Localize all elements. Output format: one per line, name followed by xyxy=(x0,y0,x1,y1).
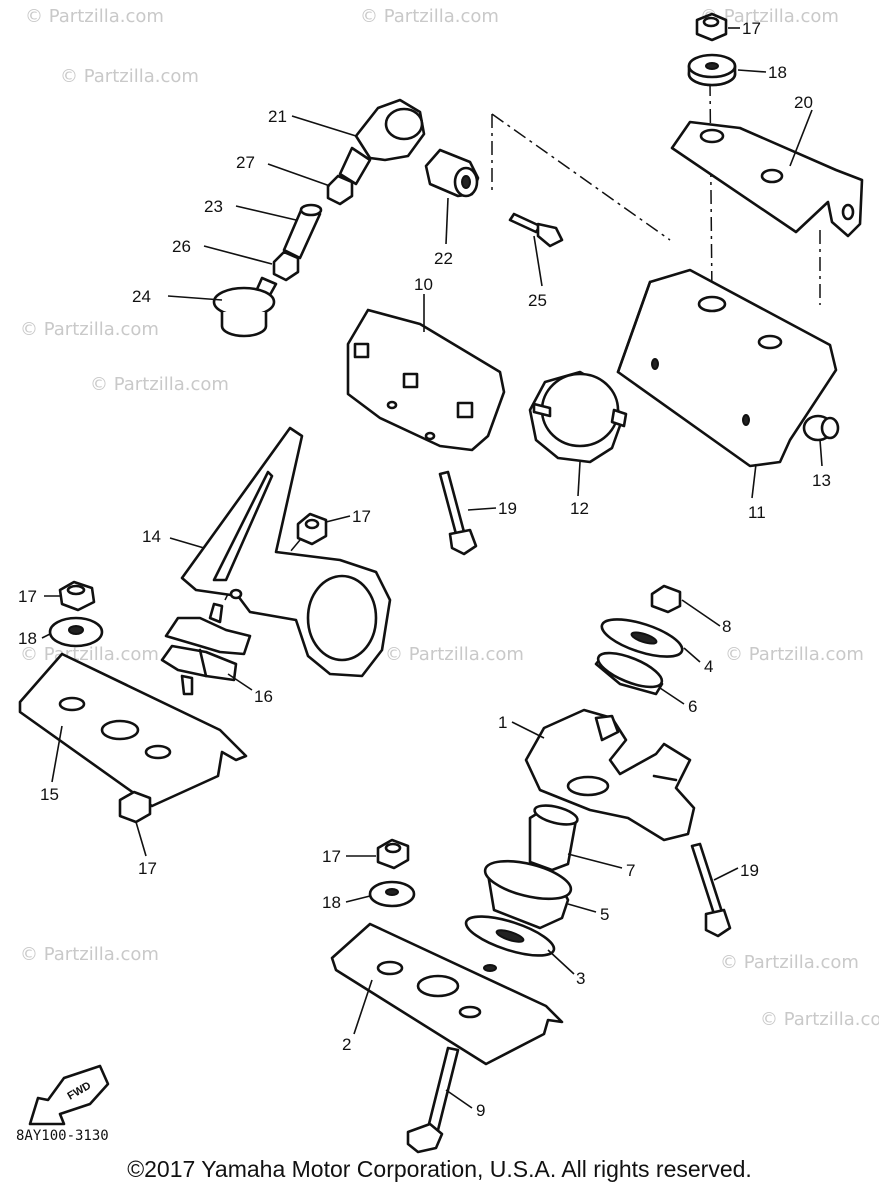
callout-10: 10 xyxy=(414,275,433,294)
callout-16: 16 xyxy=(254,687,273,706)
callout-26: 26 xyxy=(172,237,191,256)
part-21-rod-end xyxy=(338,98,426,186)
watermark-layer: © Partzilla.com © Partzilla.com © Partzi… xyxy=(20,6,879,1030)
part-19-bolt xyxy=(438,470,478,556)
callout-17: 17 xyxy=(138,859,157,878)
callout-8: 8 xyxy=(722,617,731,636)
part-5-bushing xyxy=(483,859,573,930)
callout-19: 19 xyxy=(498,499,517,518)
callout-3: 3 xyxy=(576,969,585,988)
part-18-washer xyxy=(687,53,737,87)
callout-19: 19 xyxy=(740,861,759,880)
diagram-part-code: 8AY100-3130 xyxy=(16,1128,109,1144)
callout-9: 9 xyxy=(476,1101,485,1120)
part-17-nut xyxy=(695,12,728,42)
watermark: © Partzilla.com xyxy=(700,6,839,27)
watermark: © Partzilla.com xyxy=(20,319,159,340)
callout-18: 18 xyxy=(18,629,37,648)
part-15-plate xyxy=(18,652,248,808)
callout-1: 1 xyxy=(498,713,507,732)
watermark: © Partzilla.com xyxy=(25,6,164,27)
callout-7: 7 xyxy=(626,861,635,880)
part-19-bolt xyxy=(690,842,732,938)
callout-20: 20 xyxy=(794,93,813,112)
part-25-bolt xyxy=(508,212,564,248)
part-24-bolt xyxy=(212,276,278,338)
part-3-washer xyxy=(464,915,556,957)
part-12-mount xyxy=(528,370,628,464)
watermark: © Partzilla.com xyxy=(20,644,159,665)
callout-17: 17 xyxy=(742,19,761,38)
part-11-cover xyxy=(616,268,838,468)
part-10-bracket xyxy=(346,308,506,452)
callouts: 17 18 20 21 27 23 26 24 22 25 10 12 11 1… xyxy=(18,19,831,1120)
part-22-bushing xyxy=(424,148,480,198)
part-26-nut xyxy=(272,250,300,282)
part-20-bracket xyxy=(670,120,864,238)
callout-18: 18 xyxy=(768,63,787,82)
callout-23: 23 xyxy=(204,197,223,216)
watermark: © Partzilla.com xyxy=(760,1009,879,1030)
callout-24: 24 xyxy=(132,287,151,306)
watermark: © Partzilla.com xyxy=(90,374,229,395)
part-9-bolt xyxy=(406,1046,460,1154)
part-18-washer xyxy=(48,616,104,648)
watermark: © Partzilla.com xyxy=(720,952,859,973)
part-23-sleeve xyxy=(282,203,323,260)
part-18-washer xyxy=(368,880,416,908)
fwd-arrow-icon: FWD xyxy=(28,1064,110,1126)
part-27-nut xyxy=(326,174,354,206)
callout-17: 17 xyxy=(322,847,341,866)
callout-2: 2 xyxy=(342,1035,351,1054)
callout-17: 17 xyxy=(18,587,37,606)
part-16-damper xyxy=(160,602,252,696)
part-6-damper xyxy=(594,651,664,696)
part-17-nut xyxy=(376,838,410,870)
callout-6: 6 xyxy=(688,697,697,716)
watermark: © Partzilla.com xyxy=(360,6,499,27)
callout-21: 21 xyxy=(268,107,287,126)
callout-22: 22 xyxy=(434,249,453,268)
callout-11: 11 xyxy=(748,503,766,522)
part-13-grommet xyxy=(802,414,840,442)
callout-15: 15 xyxy=(40,785,59,804)
callout-5: 5 xyxy=(600,905,609,924)
part-17-nut xyxy=(58,580,96,612)
watermark: © Partzilla.com xyxy=(385,644,524,665)
copyright-notice: ©2017 Yamaha Motor Corporation, U.S.A. A… xyxy=(127,1156,752,1182)
watermark: © Partzilla.com xyxy=(725,644,864,665)
watermark: © Partzilla.com xyxy=(20,944,159,965)
part-8-nut xyxy=(650,584,682,614)
part-7-sleeve xyxy=(528,804,579,872)
callout-25: 25 xyxy=(528,291,547,310)
callout-18: 18 xyxy=(322,893,341,912)
callout-13: 13 xyxy=(812,471,831,490)
callout-12: 12 xyxy=(570,499,589,518)
part-14-bracket xyxy=(180,426,392,678)
part-17-nut xyxy=(296,512,328,546)
part-17-nut xyxy=(118,790,152,824)
callout-27: 27 xyxy=(236,153,255,172)
part-1-bracket xyxy=(524,708,696,842)
callout-4: 4 xyxy=(704,657,713,676)
callout-17: 17 xyxy=(352,507,371,526)
part-4-washer xyxy=(600,618,684,658)
part-2-plate xyxy=(330,922,564,1066)
callout-14: 14 xyxy=(142,527,161,546)
leader-lines xyxy=(41,27,823,1109)
watermark: © Partzilla.com xyxy=(60,66,199,87)
